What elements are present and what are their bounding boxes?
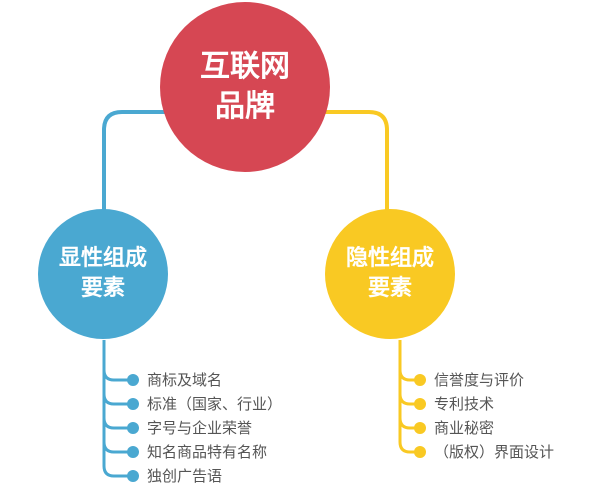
implicit-list-item: 商业秘密 (434, 419, 495, 437)
implicit-list-item: （版权）界面设计 (434, 443, 555, 461)
explicit-bullet-icon (127, 374, 139, 386)
main-node-title-line1: 互联网 (200, 48, 290, 84)
implicit-list-item: 信誉度与评价 (434, 371, 525, 389)
main-node-title-line2: 品牌 (215, 89, 275, 124)
implicit-node-title-line1: 隐性组成 (345, 246, 434, 272)
implicit-node-title-line2: 要素 (367, 276, 412, 301)
right-connector-line (320, 110, 389, 214)
left-tree-lines (102, 340, 139, 482)
explicit-branch-line (102, 369, 133, 382)
explicit-branch-line (102, 393, 133, 406)
right-tree-lines (398, 340, 426, 458)
main-node-circle: 互联网 品牌 (160, 2, 330, 172)
explicit-list-item: 知名商品特有名称 (147, 443, 268, 461)
explicit-bullet-icon (127, 422, 139, 434)
explicit-list-item: 字号与企业荣誉 (147, 419, 253, 437)
explicit-list-item: 商标及域名 (147, 371, 223, 389)
implicit-branch-line (398, 393, 420, 406)
explicit-bullet-icon (127, 398, 139, 410)
explicit-branch-line (102, 417, 133, 430)
implicit-bullet-icon (414, 374, 426, 386)
explicit-branch-line (102, 441, 133, 454)
implicit-trunk-line (398, 340, 420, 454)
implicit-elements-node: 隐性组成 要素 (325, 209, 455, 339)
implicit-bullet-icon (414, 422, 426, 434)
explicit-node-title-line2: 要素 (80, 276, 125, 301)
explicit-node-title-line1: 显性组成 (58, 246, 147, 272)
explicit-bullet-icon (127, 446, 139, 458)
implicit-bullet-icon (414, 398, 426, 410)
explicit-bullet-icon (127, 470, 139, 482)
implicit-bullet-icon (414, 446, 426, 458)
explicit-elements-node: 显性组成 要素 (38, 209, 168, 339)
implicit-list-item: 专利技术 (434, 395, 495, 413)
explicit-list-item: 独创广告语 (147, 467, 223, 485)
implicit-branch-line (398, 369, 420, 382)
implicit-branch-line (398, 417, 420, 430)
explicit-trunk-line (102, 340, 133, 478)
explicit-list-item: 标准（国家、行业） (147, 395, 283, 413)
left-connector-line (102, 110, 170, 214)
